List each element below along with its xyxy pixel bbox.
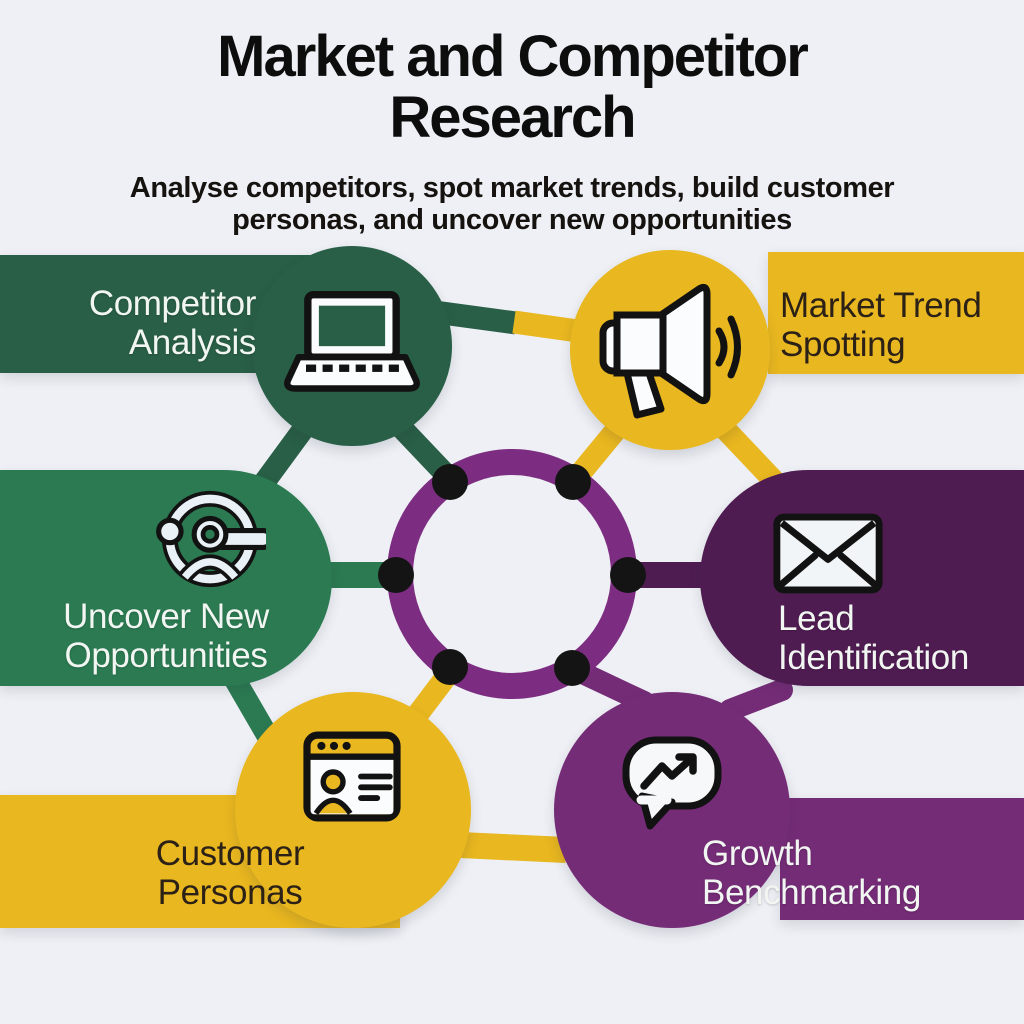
growth-benchmarking-label: Growth Benchmarking: [702, 834, 1024, 912]
page-title: Market and Competitor Research: [0, 26, 1024, 149]
persona-card-icon: [303, 731, 401, 822]
label-line: Lead: [778, 599, 855, 638]
page-title-line1: Market and Competitor: [217, 24, 809, 89]
laptop-icon: [284, 290, 420, 392]
label-line: Spotting: [780, 325, 906, 364]
market-trend-band: [768, 252, 1024, 374]
market-trend-label: Market Trend Spotting: [780, 286, 1020, 364]
growth-benchmarking-circle: [554, 692, 790, 928]
ring-node-dot-bottom-left: [432, 649, 468, 685]
growth-benchmarking-band: [780, 798, 1024, 920]
page-title-line2: Research: [389, 85, 636, 151]
competitor-analysis-label: Competitor Analysis: [18, 284, 257, 362]
label-line: Competitor: [88, 284, 257, 323]
label-line: Uncover New: [63, 597, 269, 636]
label-line: Analysis: [128, 323, 257, 362]
ring-node-dot-top-right: [555, 464, 591, 500]
label-line: Growth: [702, 834, 813, 873]
uncover-opportunities-shape: [0, 470, 332, 686]
ring-node-dot-right: [610, 557, 646, 593]
megaphone-icon: [599, 283, 741, 419]
lead-identification-label: Lead Identification: [778, 599, 1024, 677]
page-subtitle-line2: personas, and uncover new opportunities: [232, 204, 792, 237]
label-line: Identification: [778, 638, 969, 677]
central-ring: [387, 449, 637, 699]
growth-bubble-icon: [622, 736, 722, 830]
page-subtitle: Analyse competitors, spot market trends,…: [0, 172, 1024, 237]
label-line: Customer: [155, 834, 305, 873]
ring-node-dot-left: [378, 557, 414, 593]
label-line: Personas: [157, 873, 303, 912]
uncover-opportunities-label: Uncover New Opportunities: [0, 597, 332, 675]
person-target-icon: [156, 490, 266, 588]
page-subtitle-line1: Analyse competitors, spot market trends,…: [129, 172, 895, 204]
ring-node-dot-top-left: [432, 464, 468, 500]
label-line: Opportunities: [64, 636, 268, 675]
connector-growth-to-lead: [719, 679, 793, 721]
label-line: Market Trend: [780, 286, 982, 325]
ring-node-dot-bottom-right: [554, 650, 590, 686]
connector-uncover-to-personas: [223, 667, 281, 751]
envelope-icon: [773, 513, 883, 594]
connector-personas-to-growth: [459, 832, 567, 863]
label-line: Benchmarking: [702, 873, 921, 912]
customer-personas-label: Customer Personas: [60, 834, 400, 912]
